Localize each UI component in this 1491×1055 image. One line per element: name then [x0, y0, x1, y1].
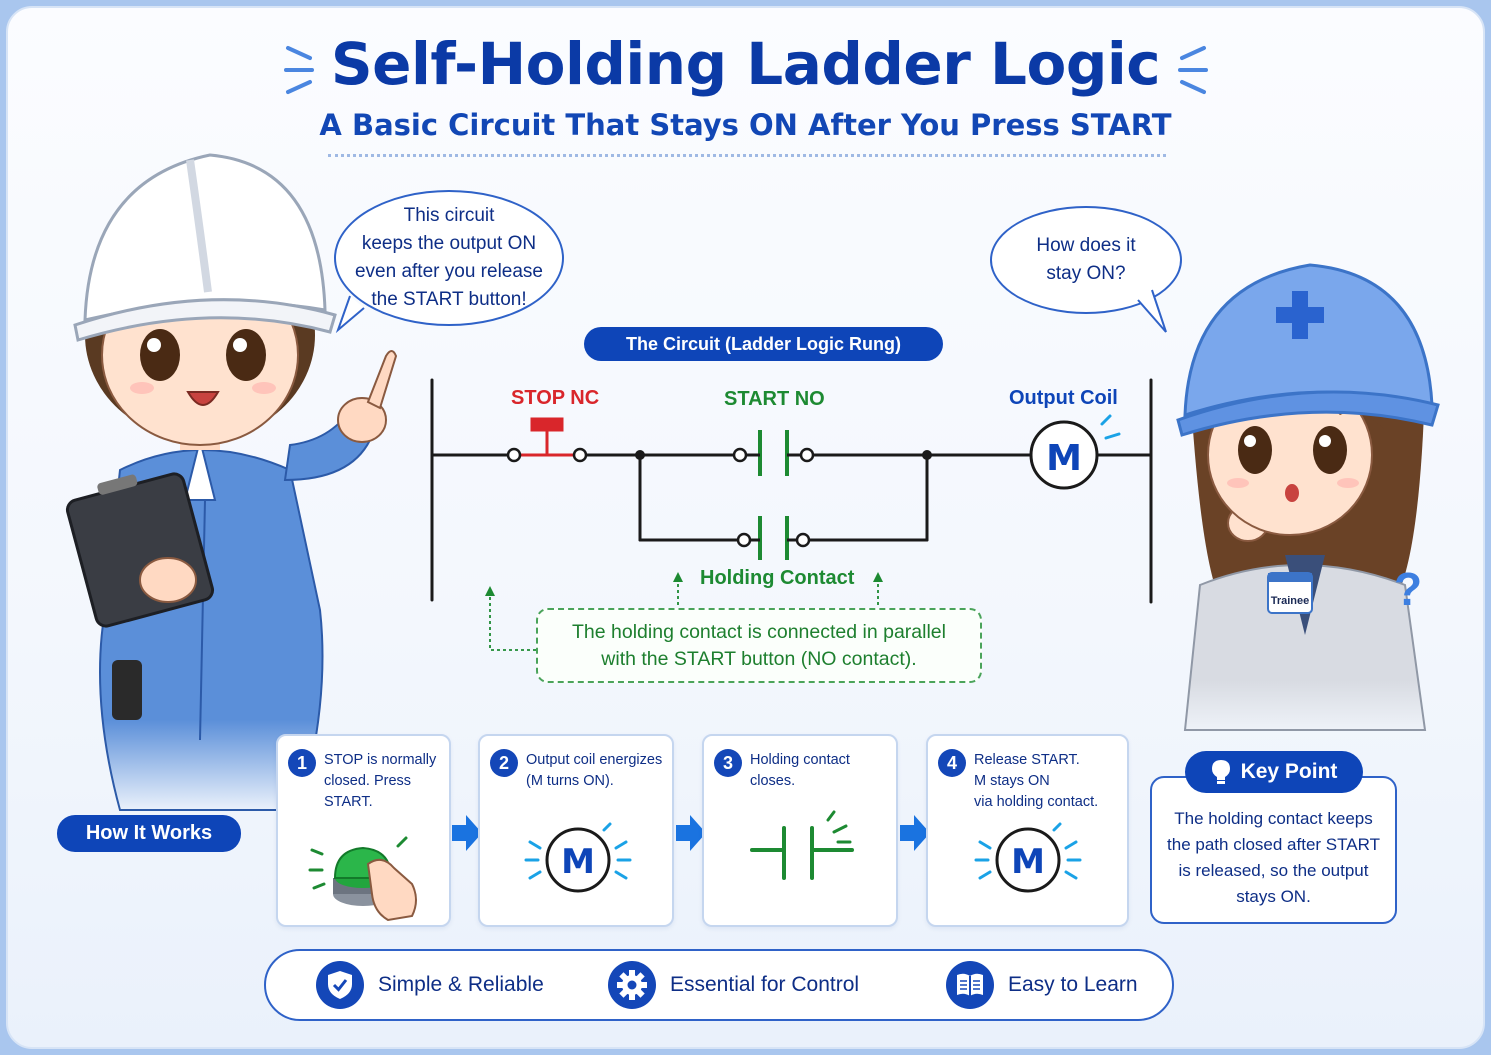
step-arrow-icon [900, 815, 930, 851]
title-spark-right-icon [1178, 46, 1208, 94]
branch-junction-right [922, 450, 932, 460]
trainee-bubble-tail [1137, 289, 1167, 333]
stop-nc-contact [521, 417, 573, 457]
step-number: 4 [938, 749, 966, 777]
parallel-note: The holding contact is connected in para… [536, 608, 982, 683]
push-button-icon [308, 836, 417, 922]
book-icon [957, 973, 983, 996]
title-spark-left-icon [284, 46, 314, 94]
start-no-label: START NO [724, 388, 825, 410]
energized-coil-icon: M [524, 822, 632, 893]
title-divider [328, 154, 1166, 157]
step-arrow-icon [676, 815, 706, 851]
step-card-4: 4 Release START. M stays ON via holding … [926, 734, 1129, 927]
instructor-speech-bubble: This circuit keeps the output ON even af… [334, 190, 564, 326]
arrow-up-icon [873, 572, 883, 582]
coil-glow-icon [1100, 414, 1121, 440]
trainee-character: Trainee [1176, 263, 1440, 731]
step-card-2: 2 Output coil energizes (M turns ON). M [478, 734, 674, 927]
holding-contact-label: Holding Contact [700, 567, 855, 589]
output-coil-label: Output Coil [1009, 387, 1118, 409]
page-title: Self-Holding Ladder Logic [330, 30, 1161, 98]
lightbulb-icon [1211, 760, 1230, 784]
circuit-header-pill: The Circuit (Ladder Logic Rung) [584, 327, 943, 361]
feature-simple-reliable: Simple & Reliable [316, 951, 544, 1019]
key-point-title: Key Point [1240, 760, 1338, 783]
key-point-pill: Key Point [1185, 751, 1363, 793]
shield-check-icon [328, 971, 352, 999]
page-subtitle: A Basic Circuit That Stays ON After You … [319, 108, 1172, 142]
start-no-contact [732, 430, 815, 476]
svg-text:M: M [1011, 842, 1045, 882]
instructor-character [65, 153, 398, 811]
step-number: 3 [714, 749, 742, 777]
key-point-box: The holding contact keeps the path close… [1150, 776, 1397, 924]
svg-text:M: M [1046, 438, 1082, 479]
stop-nc-label: STOP NC [511, 387, 600, 409]
svg-text:M: M [561, 842, 595, 882]
branch-junction-left [635, 450, 645, 460]
arrow-up-icon [673, 572, 683, 582]
gear-icon [617, 970, 647, 1000]
step-card-3: 3 Holding contact closes. [702, 734, 898, 927]
arrow-up-icon [485, 586, 495, 596]
step-arrow-icon [452, 815, 482, 851]
feature-easy-learn: Easy to Learn [946, 951, 1138, 1019]
step-card-1: 1 STOP is normally closed. Press START. [276, 734, 451, 927]
energized-coil-icon: M [974, 822, 1082, 893]
holding-contact [736, 516, 811, 560]
instructor-bubble-tail [335, 295, 365, 334]
trainee-badge-text: Trainee [1271, 595, 1310, 607]
step-number: 2 [490, 749, 518, 777]
how-it-works-pill: How It Works [57, 815, 241, 852]
step-number: 1 [288, 749, 316, 777]
feature-essential-control: Essential for Control [608, 951, 859, 1019]
output-coil: M [1029, 420, 1099, 490]
features-bar: Simple & Reliable Essential for Control [264, 949, 1174, 1021]
closed-contact-icon [750, 810, 854, 880]
question-mark-icon: ? [1394, 563, 1423, 615]
